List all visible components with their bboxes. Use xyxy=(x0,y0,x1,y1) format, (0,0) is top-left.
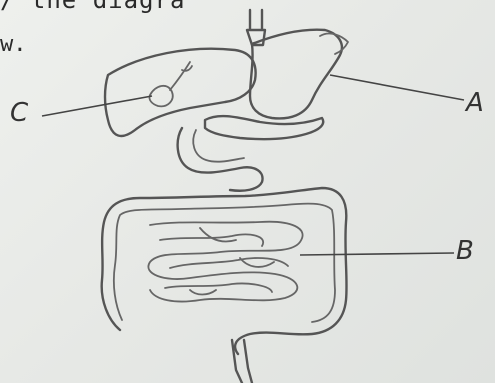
pancreas xyxy=(205,116,323,139)
pointer-c xyxy=(42,96,152,116)
bile-duct xyxy=(170,62,192,90)
liver xyxy=(105,49,256,136)
stomach-fundus xyxy=(320,34,348,54)
small-intestine-coil-2 xyxy=(160,234,288,292)
pointer-a xyxy=(330,75,464,100)
large-intestine xyxy=(102,188,347,354)
gallbladder xyxy=(149,86,172,106)
label-b: B xyxy=(456,236,474,266)
pointer-b xyxy=(300,253,454,255)
large-intestine-inner xyxy=(114,204,335,322)
label-a: A xyxy=(466,88,484,118)
label-c: C xyxy=(10,98,28,128)
duodenum xyxy=(178,128,263,191)
